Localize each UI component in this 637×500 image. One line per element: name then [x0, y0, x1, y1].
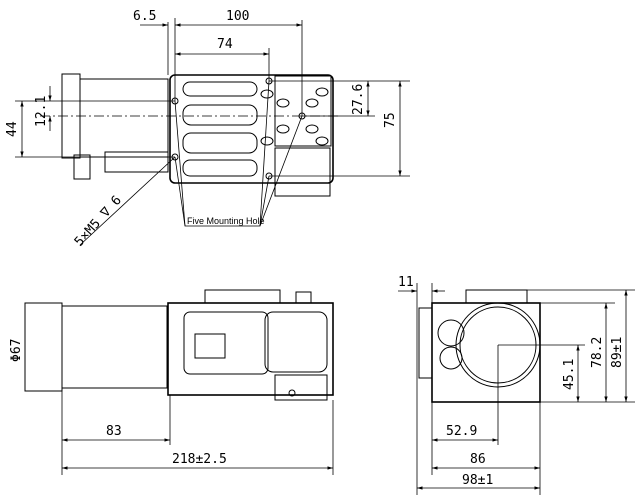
camera-body: [167, 302, 334, 396]
dim-6-5-label: 6.5: [133, 9, 156, 24]
dim-100-label: 100: [226, 9, 249, 24]
lens-flange: [418, 307, 433, 379]
dim-12-1-label: 12.1: [34, 96, 49, 127]
dim-27-6-label: 27.6: [351, 84, 366, 115]
vent-slot: [182, 104, 258, 126]
lens-barrel: [79, 78, 169, 158]
mount-plate: [274, 75, 332, 147]
cable-connector: [104, 151, 169, 173]
dim-98-label: 98±1: [462, 473, 493, 488]
rear-connector: [274, 147, 331, 197]
dim-75-label: 75: [383, 112, 398, 128]
vent-slot: [182, 81, 258, 97]
mounting-leader: [174, 100, 270, 227]
dim-89-label: 89±1: [610, 337, 625, 368]
lens-element: [194, 333, 226, 359]
mounting-holes: [171, 77, 329, 180]
thread-note: 5×M5 ∇ 6: [72, 193, 125, 250]
rear-connector: [274, 374, 328, 401]
top-mount: [204, 289, 281, 304]
inner-window: [264, 311, 328, 373]
dim-diameter-label: Φ67: [9, 339, 24, 362]
front-view: 83 218±2.5 Φ67: [9, 289, 334, 475]
dim-86-label: 86: [470, 452, 486, 467]
lens-flange: [24, 302, 63, 392]
dim-11-label: 11: [398, 275, 414, 290]
vent-slot: [182, 159, 258, 177]
top-view: 6.5 100 74 75 27.6 44 12.1 5×M5 ∇ 6 Five…: [5, 9, 410, 250]
side-view: 11 45.1 78.2 89±1 52.9 86 98±1: [398, 275, 635, 495]
screw: [288, 389, 296, 397]
knob: [439, 346, 463, 370]
dim-74-label: 74: [217, 37, 233, 52]
dim-44-label: 44: [5, 121, 20, 137]
mounting-note: Five Mounting Hole: [187, 216, 265, 226]
lens-barrel: [61, 305, 168, 389]
dim-45-1-label: 45.1: [562, 359, 577, 390]
connector-block: [73, 154, 91, 180]
dim-83-label: 83: [106, 424, 122, 439]
inner-window: [183, 311, 269, 375]
clip: [295, 291, 312, 304]
thread-leader: [79, 156, 176, 246]
top-mount: [465, 289, 528, 304]
knob: [437, 319, 465, 347]
dim-52-9-label: 52.9: [446, 424, 477, 439]
vent-slot: [182, 132, 258, 154]
camera-body: [169, 74, 334, 184]
camera-body: [431, 302, 541, 403]
dim-218-label: 218±2.5: [172, 452, 227, 467]
dim-78-2-label: 78.2: [590, 337, 605, 368]
